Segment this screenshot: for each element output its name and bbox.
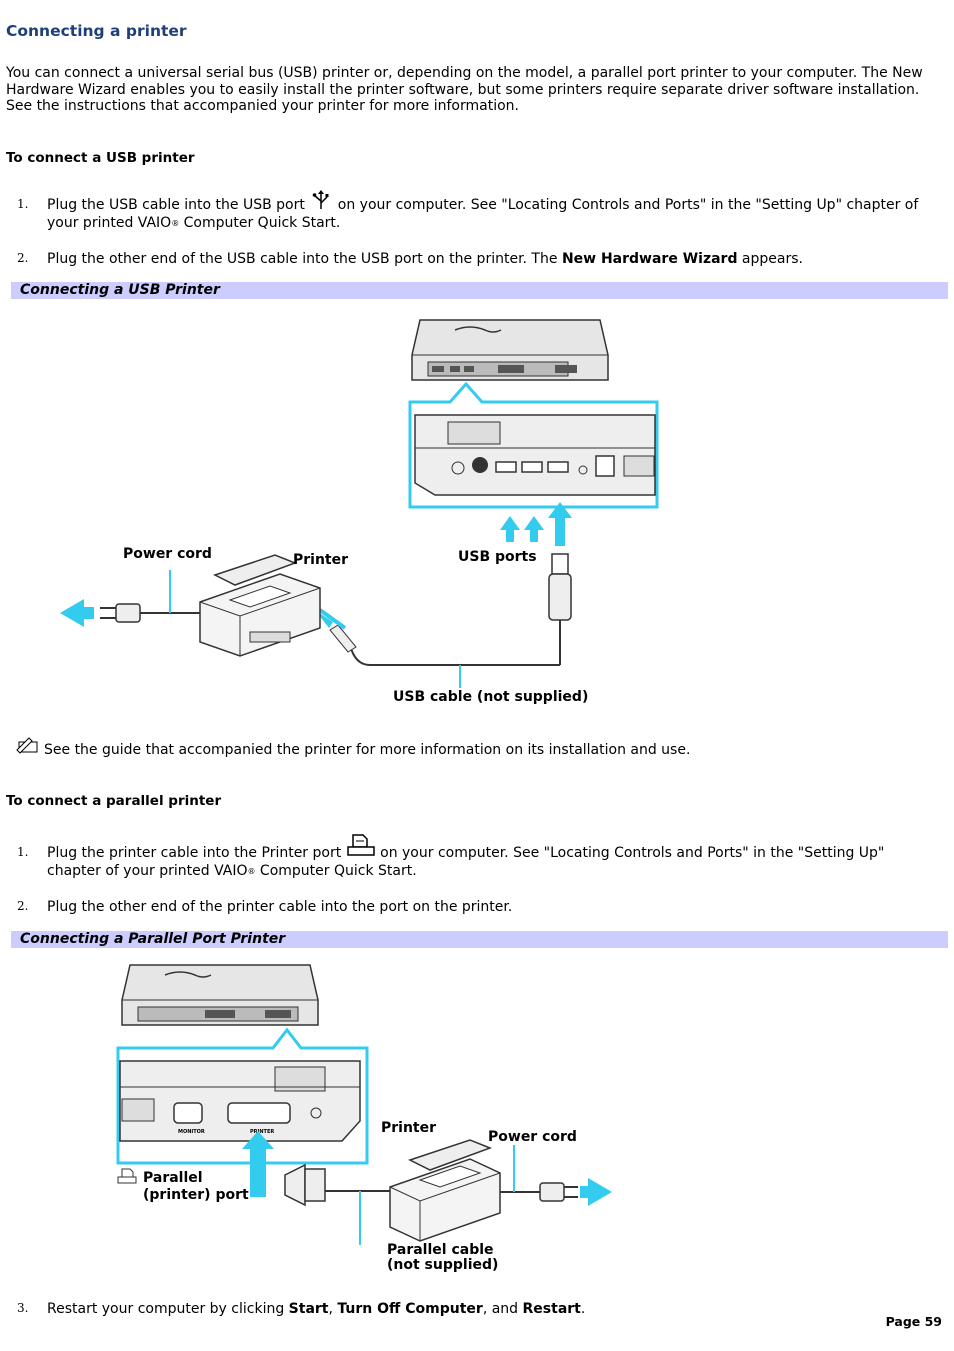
parallel-figure-caption: Connecting a Parallel Port Printer (11, 931, 948, 948)
note-text: See the guide that accompanied the print… (44, 742, 691, 758)
page-title: Connecting a printer (6, 22, 187, 40)
usb-printer-diagram (60, 319, 659, 688)
note-icon (16, 737, 38, 754)
power-arrow (60, 599, 94, 627)
usb-figure-caption-text: Connecting a USB Printer (20, 282, 220, 298)
parallel-step1-text: Plug the printer cable into the Printer … (47, 845, 342, 861)
printer-illustration (199, 554, 321, 657)
parallel-step1-end: Computer Quick Start. (255, 863, 417, 879)
usb-heading: To connect a USB printer (6, 150, 195, 166)
parallel-step3: Restart your computer by clicking Start,… (47, 1300, 927, 1318)
laptop-side-closeup (119, 1060, 361, 1142)
label-printer-small: PRINTER (250, 1129, 274, 1135)
label-usb-cable: USB cable (not supplied) (393, 689, 589, 705)
parallel-step1: Plug the printer cable into the Printer … (47, 833, 927, 881)
printer-port-icon (346, 834, 375, 856)
turn-off-computer-text: Turn Off Computer (337, 1301, 483, 1317)
usb-step2-number: 2. (17, 251, 29, 265)
registered-mark: ® (171, 219, 180, 228)
start-text: Start (288, 1301, 329, 1317)
restart-text: Restart (522, 1301, 581, 1317)
usb-step1-number: 1. (17, 197, 29, 211)
label-parallel-port-1: Parallel (143, 1170, 203, 1186)
parallel-step1-number: 1. (17, 845, 29, 859)
parallel-step2-number: 2. (17, 899, 29, 913)
parallel-step3-number: 3. (17, 1301, 29, 1315)
usb-step2: Plug the other end of the USB cable into… (47, 250, 927, 268)
label-printer: Printer (293, 552, 349, 568)
label-parallel-cable-2: (not supplied) (387, 1257, 499, 1273)
usb-step2-end: appears. (737, 251, 803, 267)
parallel-connector (284, 1163, 390, 1207)
label-parallel-port-2: (printer) port (143, 1187, 249, 1203)
usb-port-arrows (500, 502, 572, 546)
printer-port-icon (117, 1168, 137, 1184)
registered-mark: ® (247, 867, 256, 876)
laptop-illustration (411, 319, 609, 381)
usb-step1: Plug the USB cable into the USB port on … (47, 187, 927, 233)
label-printer: Printer (381, 1120, 437, 1136)
parallel-heading: To connect a parallel printer (6, 793, 222, 809)
power-arrow (580, 1178, 612, 1206)
port-arrow (242, 1131, 274, 1197)
usb-step1-text: Plug the USB cable into the USB port (47, 197, 305, 213)
label-power-cord: Power cord (123, 546, 212, 562)
usb-step1-text-2: on your computer. See "Locating Controls… (47, 197, 919, 231)
step3-end: . (580, 1301, 586, 1317)
laptop-illustration (121, 964, 319, 1026)
parallel-step1-text-2: on your computer. See "Locating Controls… (47, 845, 885, 879)
page-number: Page 59 (885, 1314, 942, 1329)
parallel-figure-caption-text: Connecting a Parallel Port Printer (20, 931, 286, 947)
new-hardware-wizard-text: New Hardware Wizard (561, 251, 738, 267)
usb-figure-caption: Connecting a USB Printer (11, 282, 948, 299)
label-usb-ports: USB ports (458, 549, 537, 565)
parallel-printer-diagram: MONITOR PRINTER (116, 964, 612, 1245)
parallel-step2: Plug the other end of the printer cable … (47, 899, 513, 915)
laptop-side-closeup (414, 414, 656, 496)
step3-sep: , and (482, 1301, 523, 1317)
step3-sep: , (328, 1301, 338, 1317)
usb-icon (313, 190, 329, 209)
label-monitor: MONITOR (178, 1129, 205, 1135)
printer-illustration (389, 1139, 501, 1242)
usb-plug (548, 553, 572, 665)
usb-step2-text: Plug the other end of the USB cable into… (47, 251, 562, 267)
step3-text: Restart your computer by clicking (47, 1301, 289, 1317)
label-power-cord: Power cord (488, 1129, 577, 1145)
usb-step1-end: Computer Quick Start. (179, 215, 341, 231)
intro-paragraph: You can connect a universal serial bus (… (6, 65, 923, 114)
label-parallel-cable-1: Parallel cable (387, 1242, 494, 1258)
